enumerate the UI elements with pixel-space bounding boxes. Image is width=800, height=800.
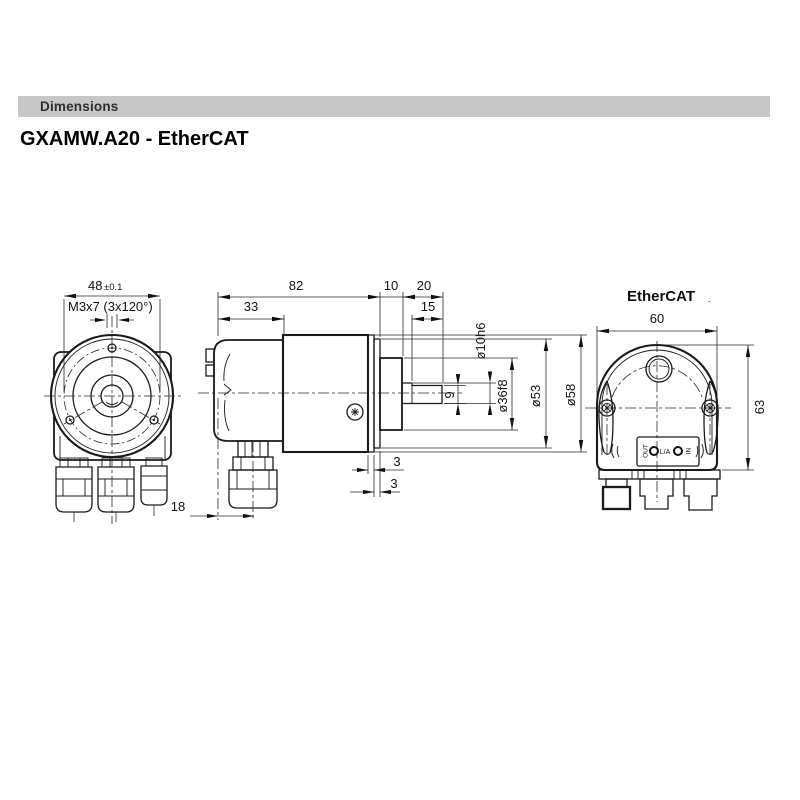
dim-shaft-flat: 9 [442,391,457,398]
dim-shaft-length: 20 [417,278,431,293]
m3-hole-left [65,415,75,425]
dim-total-length: 82 [289,278,303,293]
rear-view: EtherCAT . 60 [585,288,767,511]
dim-rear-width: 60 [650,311,664,326]
side-body [281,333,370,454]
side-cable-gland [228,440,278,521]
dim-gland-offset: 18 [171,499,185,514]
screw-right [701,399,719,417]
rear-gland-right [683,478,718,511]
front-cable-gland-2 [97,457,135,522]
screw-spec-label: M3x7 (3x120°) [68,299,153,314]
label-in: IN [686,447,693,454]
dim-bolt-circle: 48 [88,278,102,293]
section-title: Dimensions [40,99,119,114]
side-collar [379,357,403,431]
rear-top-hole [645,355,673,383]
front-cable-gland-3 [140,457,168,517]
led-label-plate: OUT L/A IN [636,436,700,467]
led-out [649,446,659,456]
rear-connector-left [601,478,632,511]
dim-ring-2: 3 [390,476,397,491]
side-view: 82 10 20 33 15 9 ø10h6 ø36f8 [171,278,587,521]
page-title: GXAMW.A20 - EtherCAT [20,128,249,150]
label-la: L/A [660,449,671,456]
rear-gland-middle [639,478,674,510]
dim-ring-1: 3 [393,454,400,469]
rear-view-title-mark: . [708,294,711,304]
m3-hole-top [107,343,117,353]
side-connection-cap [213,339,284,442]
led-in [673,446,683,456]
front-view: 48 ±0.1 M3x7 (3x120°) [44,278,181,524]
rear-view-title: EtherCAT [627,288,695,305]
dim-bolt-circle-tolerance: ±0.1 [104,282,122,293]
dim-collar-diameter: ø36f8 [495,379,510,412]
dim-shaft-diameter: ø10h6 [473,323,488,360]
front-cable-gland-1 [55,457,93,522]
dim-body-diameter: ø58 [563,384,578,406]
rear-wing-slot-left [598,380,614,458]
earth-symbol [346,403,364,421]
rear-base-strip [598,469,721,480]
section-header-bar: Dimensions [18,96,770,117]
dim-cap-length: 33 [244,299,258,314]
dim-step-diameter: ø53 [528,385,543,407]
screw-left [598,399,616,417]
dim-rear-height: 63 [752,400,767,414]
rear-wing-slot-right [703,380,719,458]
label-out: OUT [643,444,650,458]
dim-collar-length: 10 [384,278,398,293]
m3-hole-right [149,415,159,425]
dim-shaft-flat-length: 15 [421,299,435,314]
